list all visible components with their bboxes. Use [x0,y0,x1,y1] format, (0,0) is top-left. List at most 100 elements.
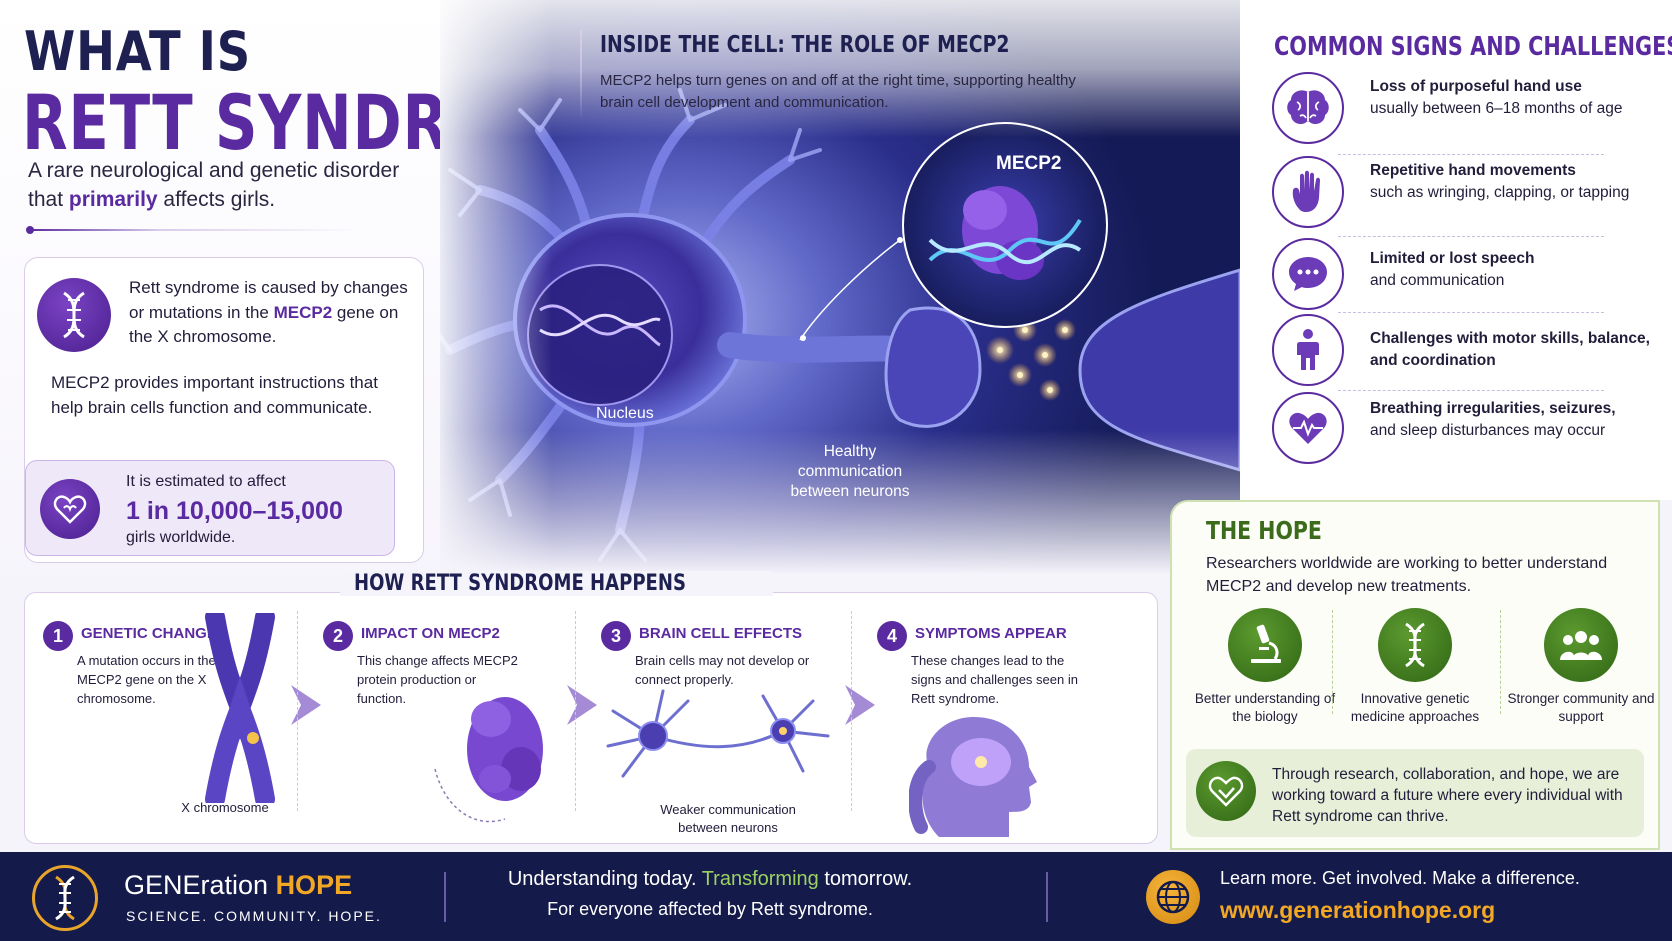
arrow-right-icon [845,685,875,725]
hope-title: THE HOPE [1206,516,1322,545]
step-title: SYMPTOMS APPEAR [915,625,1067,642]
hope-text: Researchers worldwide are working to bet… [1206,555,1608,595]
speech-bubble-icon [1272,238,1344,310]
website-link[interactable]: www.generationhope.org [1220,897,1496,923]
estimate-value: 1 in 10,000–15,000 [126,497,343,525]
divider-dot [26,226,34,234]
footer-slogan: Understanding today. Transforming tomorr… [507,868,913,890]
logo-dna-icon [32,865,98,931]
step-title: BRAIN CELL EFFECTS [639,625,803,642]
cause-text: Rett syndrome is caused by changes or mu… [129,278,408,346]
hope-caption: Stronger community and support [1507,691,1655,724]
dna-icon [37,278,111,352]
step-separator [575,611,576,811]
step-caption: Weaker communication between neurons [660,802,796,835]
hope-item: Innovative genetic medicine approaches [1340,608,1490,726]
hand-icon [1272,156,1344,228]
sign-item: Breathing irregularities, seizures,and s… [1272,392,1652,468]
title-line-1: WHAT IS [24,20,252,83]
cell-illustration-panel: INSIDE THE CELL: THE ROLE OF MECP2 MECP2… [440,0,1240,575]
sign-text: Breathing irregularities, seizures,and s… [1370,400,1616,439]
provides-text: MECP2 provides important instructions th… [51,373,378,417]
mecp2-protein-illustration [434,697,543,823]
brain-icon [1272,72,1344,144]
hope-banner: Through research, collaboration, and hop… [1186,749,1644,837]
cause-card: Rett syndrome is caused by changes or mu… [24,257,424,563]
mecp2-label: MECP2 [996,153,1062,174]
hope-caption: Innovative genetic medicine approaches [1350,691,1480,724]
sign-separator [1338,154,1604,155]
footer-cta: Learn more. Get involved. Make a differe… [1220,868,1580,888]
how-panel: 1 GENETIC CHANGE A mutation occurs in th… [24,592,1158,844]
step-text: These changes lead to the signs and chal… [911,653,1078,706]
nucleus-label: Nucleus [596,405,654,422]
hero-divider [580,30,582,120]
hope-caption: Better understanding of the biology [1194,691,1336,724]
step: 4 SYMPTOMS APPEAR These changes lead to … [859,621,1149,841]
inside-cell-title: INSIDE THE CELL: THE ROLE OF MECP2 [600,32,1010,58]
brand-tagline: SCIENCE. COMMUNITY. HOPE. [126,908,382,924]
step-number: 2 [323,621,353,651]
intro-panel: WHAT IS RETT SYNDROME? A rare neurologic… [0,0,636,575]
globe-icon [1146,870,1200,924]
step-title: GENETIC CHANGE [81,625,217,642]
signs-title: COMMON SIGNS AND CHALLENGES [1274,32,1672,62]
sign-separator [1338,312,1604,313]
sign-separator [1338,390,1604,391]
hope-separator [1332,610,1333,714]
weak-neurons-illustration [606,689,830,778]
step-separator [297,611,298,811]
person-icon [1272,314,1344,386]
sign-item: Challenges with motor skills, balance, a… [1272,314,1652,390]
brand-name: GENEration HOPE [124,870,353,900]
how-title-wrap: HOW RETT SYNDROME HAPPENS [340,571,773,596]
hero-bottom-fade [440,430,1240,575]
divider [28,229,358,231]
step-caption: X chromosome [181,800,269,815]
step: 2 IMPACT ON MECP2 This change affects ME… [305,621,575,841]
footer-separator [444,872,446,922]
girl-profile-illustration [909,717,1037,837]
estimate-outro: girls worldwide. [126,529,236,546]
step-title: IMPACT ON MECP2 [361,625,500,642]
step-number: 1 [43,621,73,651]
x-chromosome-illustration [205,613,275,803]
hope-panel: THE HOPE Researchers worldwide are worki… [1170,500,1660,850]
hope-separator [1500,610,1501,714]
step: 3 BRAIN CELL EFFECTS Brain cells may not… [583,621,853,841]
hope-item: Stronger community and support [1506,608,1656,726]
sign-text: Challenges with motor skills, balance, a… [1370,330,1650,369]
hope-banner-text: Through research, collaboration, and hop… [1272,766,1623,825]
footer: GENEration HOPE SCIENCE. COMMUNITY. HOPE… [0,852,1672,941]
step: 1 GENETIC CHANGE A mutation occurs in th… [25,613,295,841]
heart-hands-icon [1196,761,1256,821]
estimate-card: It is estimated to affect 1 in 10,000–15… [25,460,395,556]
step-text: Brain cells may not develop or connect p… [635,653,810,687]
sign-separator [1338,236,1604,237]
step-separator [851,611,852,811]
heartbeat-icon [1272,392,1344,464]
how-title: HOW RETT SYNDROME HAPPENS [354,571,686,596]
footer-separator [1046,872,1048,922]
microscope-icon [1228,608,1302,682]
estimate-intro: It is estimated to affect [126,473,286,490]
arrow-right-icon [291,685,321,725]
step-text: This change affects MECP2 protein produc… [357,653,518,706]
communication-label: Healthy communication between neurons [790,443,910,500]
step-number: 3 [601,621,631,651]
heart-icon [40,479,100,539]
step-number: 4 [877,621,907,651]
footer-slogan-line2: For everyone affected by Rett syndrome. [547,899,873,919]
arrow-right-icon [567,685,597,725]
signs-panel: COMMON SIGNS AND CHALLENGES Loss of purp… [1240,0,1672,500]
community-icon [1544,608,1618,682]
dna-icon [1378,608,1452,682]
hope-item: Better understanding of the biology [1190,608,1340,726]
inside-cell-text: MECP2 helps turn genes on and off at the… [600,72,1076,111]
